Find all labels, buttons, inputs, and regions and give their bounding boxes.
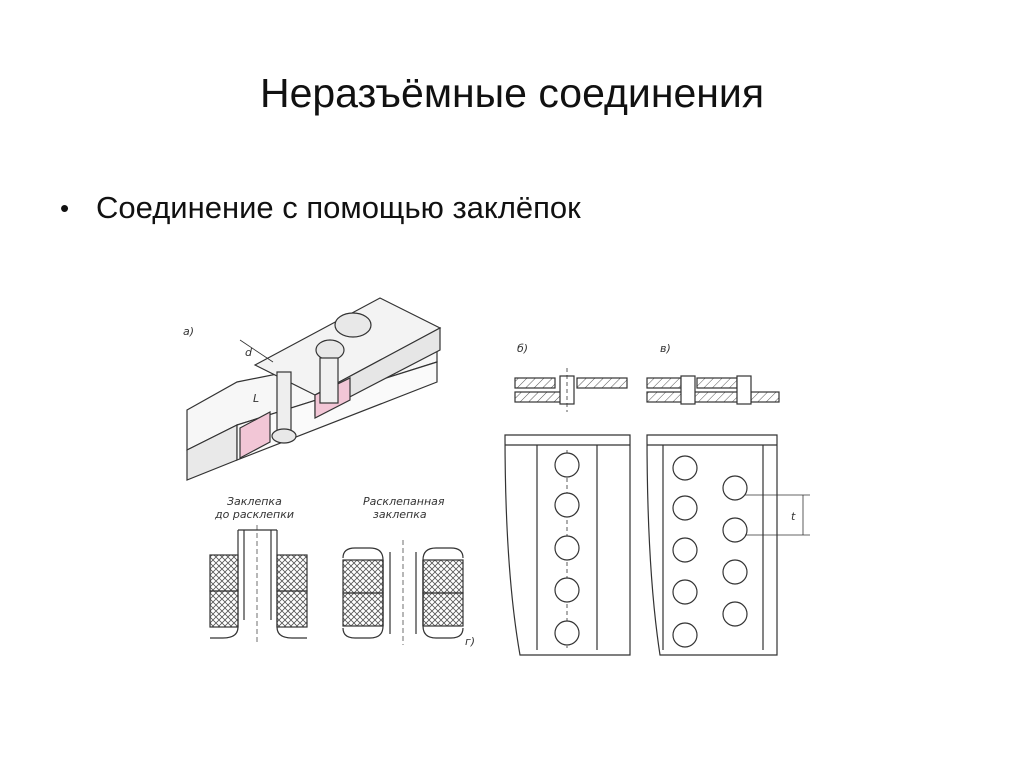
dim-d-label: d (245, 346, 253, 359)
label-a: а) (183, 325, 194, 338)
rivet-joint-diagram: а) d L б) (183, 297, 810, 656)
after-label-1: Расклепанная (363, 495, 445, 508)
after-label-2: заклепка (373, 508, 427, 521)
label-v: в) (660, 342, 671, 355)
dim-L-label: L (253, 392, 259, 405)
double-row-joint: в) t (646, 342, 810, 656)
label-g: г) (465, 635, 475, 648)
slide-title: Неразъёмные соединения (259, 70, 765, 116)
before-label-2: до расклепки (214, 508, 294, 521)
bullet-item: • Соединение с помощью заклёпок (60, 190, 581, 226)
bullet-dot-icon: • (60, 192, 70, 223)
bullet-text: Соединение с помощью заклёпок (96, 190, 581, 225)
single-row-joint: б) (504, 342, 631, 656)
label-b: б) (517, 342, 528, 355)
rivet-before-after: Заклепка до расклепки Расклепанная закле… (209, 495, 475, 648)
pitch-label: t (791, 510, 796, 523)
isometric-rivet-view: а) d L (183, 297, 442, 481)
before-label-1: Заклепка (227, 495, 282, 508)
